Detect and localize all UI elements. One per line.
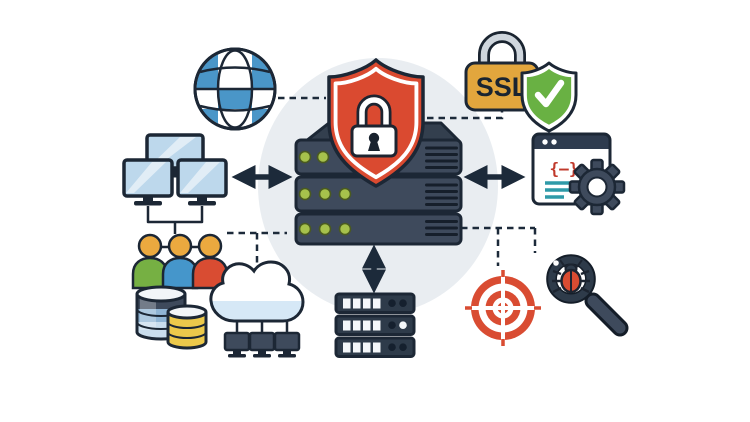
cloud-network-icon <box>209 260 305 358</box>
network-monitors-icon <box>122 133 228 234</box>
users-icon <box>131 233 229 290</box>
server-leds <box>298 150 352 236</box>
database-yellow <box>166 304 208 350</box>
rack-dots <box>388 299 407 352</box>
server-vents <box>425 146 458 236</box>
target-icon <box>465 270 541 346</box>
target-ticks <box>465 270 541 346</box>
user-green <box>131 233 169 290</box>
check-mark <box>534 79 565 108</box>
code-glyph: {—} <box>550 159 579 178</box>
globe-icon <box>193 47 277 131</box>
monitor-connector-lines <box>146 206 204 234</box>
window-dot <box>551 139 557 145</box>
user-blue <box>161 233 199 290</box>
user-red <box>191 233 229 290</box>
glass-highlight <box>553 260 559 266</box>
database-icon <box>135 285 208 350</box>
ssl-padlock-icon: SSL <box>464 31 540 112</box>
verified-shield-icon <box>520 61 578 133</box>
magnifier-bug-icon <box>546 254 629 337</box>
rack-slots <box>343 298 381 353</box>
arrows <box>231 164 526 294</box>
bug <box>552 259 590 294</box>
shield-inner-ring <box>333 66 419 180</box>
monitor-right <box>176 158 228 206</box>
target-cross <box>471 276 535 340</box>
gear-icon <box>568 158 626 216</box>
cloud-connector-lines <box>235 322 289 333</box>
monitor-left <box>122 158 174 206</box>
padlock <box>350 94 398 158</box>
server-rack-icon <box>334 292 416 358</box>
cloud-mini-monitors <box>223 331 301 358</box>
window-dot <box>542 139 548 145</box>
server-tiers <box>294 138 463 246</box>
ssl-label: SSL <box>476 72 529 102</box>
shield-lock-icon <box>327 58 425 188</box>
